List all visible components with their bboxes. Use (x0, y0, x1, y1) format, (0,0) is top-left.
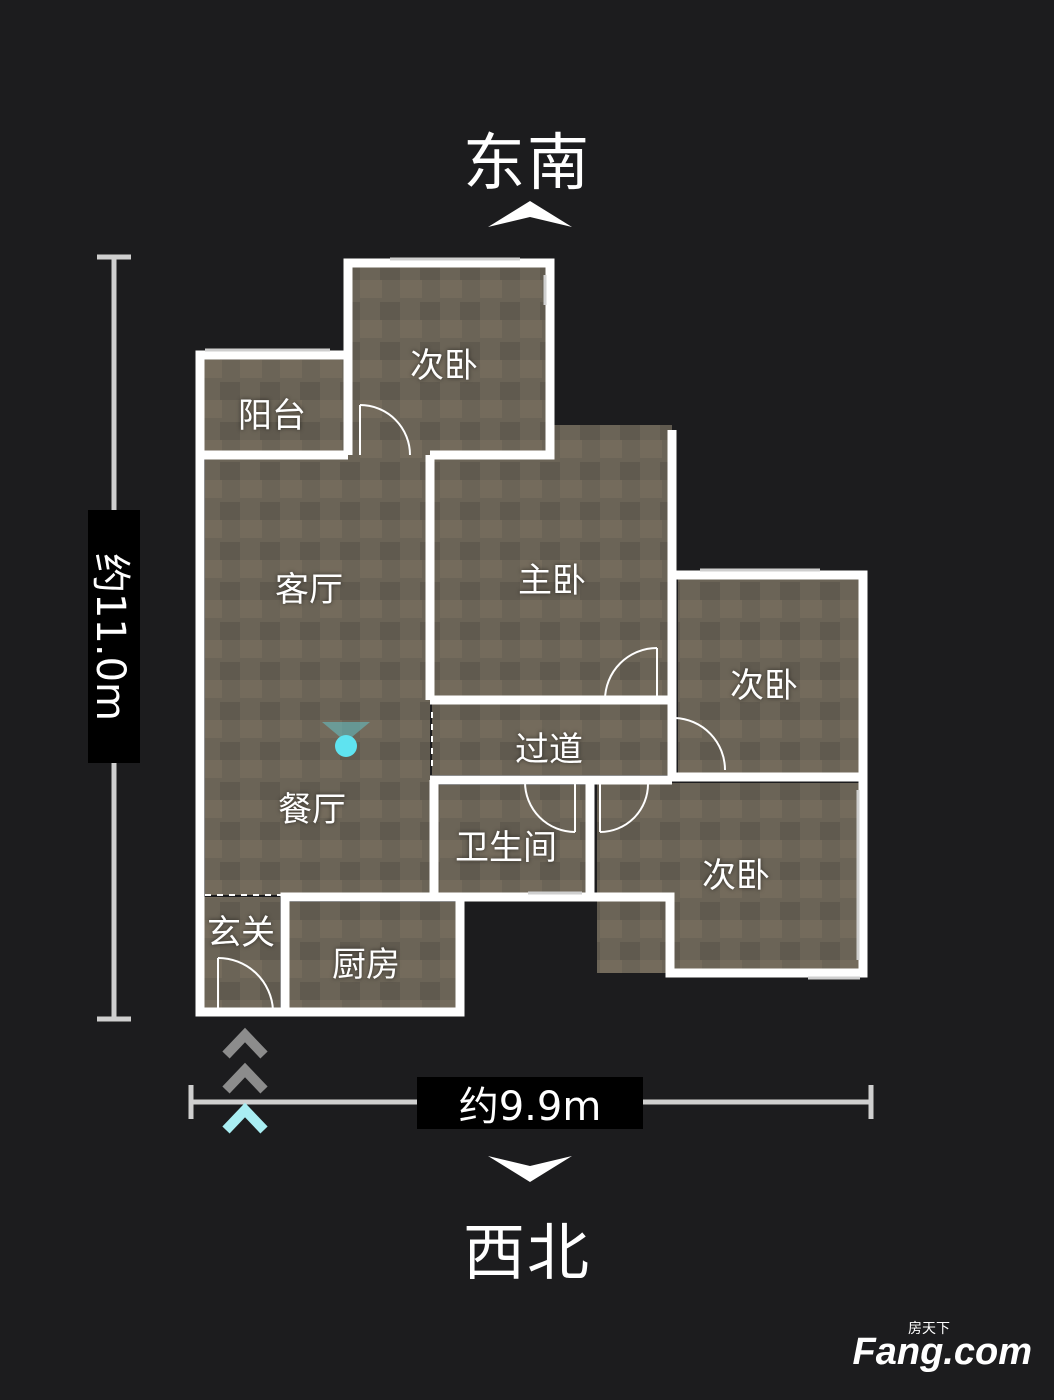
room-label-master-bedroom: 主卧 (518, 561, 586, 601)
watermark-tagline: 房天下 (908, 1321, 950, 1337)
arrow-up-icon (488, 201, 572, 227)
room-label-dining-room: 餐厅 (278, 790, 346, 830)
watermark-logo: Fang.com (852, 1331, 1032, 1373)
room-floors (200, 265, 863, 1010)
room-label-hallway: 过道 (515, 730, 583, 770)
width-dimension-label: 约9.9m (417, 1077, 643, 1130)
room-label-living-room: 客厅 (275, 570, 343, 610)
arrow-down-icon (488, 1156, 572, 1182)
windows (205, 257, 860, 980)
entrance-arrow-icon (222, 1027, 268, 1134)
room-label-bedroom-top: 次卧 (410, 346, 478, 386)
doors (217, 404, 726, 1011)
height-dimension-label: 约11.0m (87, 510, 140, 763)
room-label-bedroom-bottom-right: 次卧 (702, 856, 770, 896)
compass-northwest: 西北 (462, 1216, 591, 1289)
room-label-entrance: 玄关 (207, 913, 275, 953)
room-label-balcony: 阳台 (238, 396, 306, 436)
room-label-bathroom: 卫生间 (455, 828, 557, 868)
room-label-bedroom-right: 次卧 (730, 666, 798, 706)
walls (195, 258, 868, 1017)
location-marker-icon (322, 722, 370, 757)
compass-southeast: 东南 (462, 126, 591, 199)
room-label-kitchen: 厨房 (332, 945, 400, 985)
